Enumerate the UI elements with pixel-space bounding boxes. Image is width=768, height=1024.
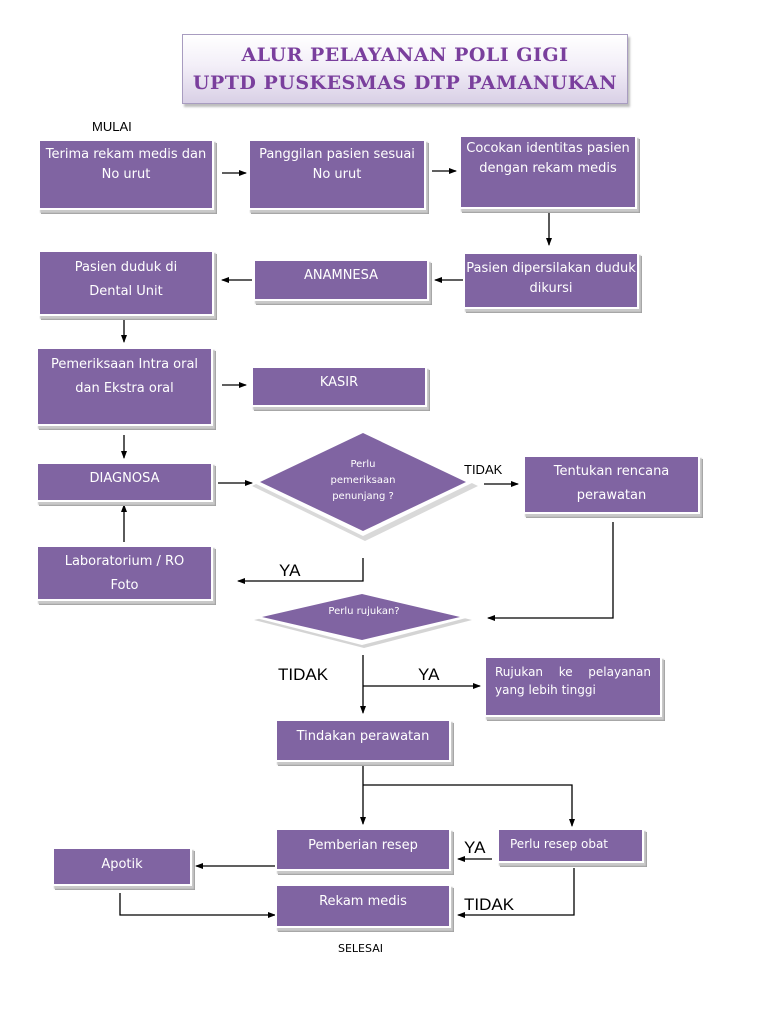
step-pemberian-resep: Pemberian resep [275,828,451,871]
edge-label-tidak-rujukan: TIDAK [278,665,329,684]
decision-line-2: pemeriksaan [330,475,396,486]
arrow-apotik-to-rekam [119,893,276,918]
edge-label-tidak-resep: TIDAK [464,895,515,914]
step-pasien-dipersilakan: Pasien dipersilakan duduk dikursi [463,252,639,309]
step-perlu-resep-obat: Perlu resep obat [497,828,644,863]
step-panggilan-pasien: Panggilan pasien sesuai No urut [248,139,426,210]
step-cocokan-identitas: Cocokan identitas pasien dengan rekam me… [459,135,637,209]
step-pemeriksaan-intra-ekstra: Pemeriksaan Intra oral dan Ekstra oral [36,347,213,426]
step-anamnesa: ANAMNESA [253,259,429,301]
arrow-perlu-resep-tidak [457,868,575,918]
decision-line-1: Perlu [350,459,376,470]
title-line-2: UPTD PUSKESMAS DTP PAMANUKAN [192,72,618,94]
edge-label-ya-pemeriksaan: YA [279,561,301,580]
step-rekam-medis: Rekam medis [275,884,451,928]
edge-label-tidak-pemeriksaan: TIDAK [464,462,503,477]
edge-label-ya-resep: YA [464,838,486,857]
step-laboratorium-ro-foto: Laboratorium / RO Foto [36,545,213,601]
decision-perlu-pemeriksaan-shape [252,428,478,541]
arrow-decision-ya-to-lab [237,558,364,584]
arrow-tindakan-to-perlu-resep [363,784,575,827]
title-line-1: ALUR PELAYANAN POLI GIGI [241,44,569,66]
step-apotik: Apotik [52,847,192,886]
end-label: SELESAI [338,942,383,955]
decision-perlu-rujukan-shape [252,590,472,648]
decision-perlu-pemeriksaan-label: Perlu pemeriksaan penunjang ? [296,457,430,505]
step-terima-rekam-medis: Terima rekam medis dan No urut [38,139,214,210]
start-label: MULAI [92,119,132,134]
step-kasir: KASIR [251,366,427,407]
decision-line-3: penunjang ? [332,491,394,502]
decision-perlu-rujukan-label: Perlu rujukan? [328,606,400,617]
flowchart-title: ALUR PELAYANAN POLI GIGI UPTD PUSKESMAS … [182,34,628,104]
arrow-tentukan-to-rujukan-decision [487,522,614,621]
edge-label-ya-rujukan: YA [418,665,440,684]
step-tentukan-rencana: Tentukan rencana perawatan [523,455,700,514]
step-rujukan-pelayanan: Rujukan ke pelayanan yang lebih tinggi [484,656,662,717]
step-diagnosa: DIAGNOSA [36,462,213,502]
step-pasien-duduk-dental-unit: Pasien duduk di Dental Unit [38,250,214,316]
step-tindakan-perawatan: Tindakan perawatan [275,719,451,762]
